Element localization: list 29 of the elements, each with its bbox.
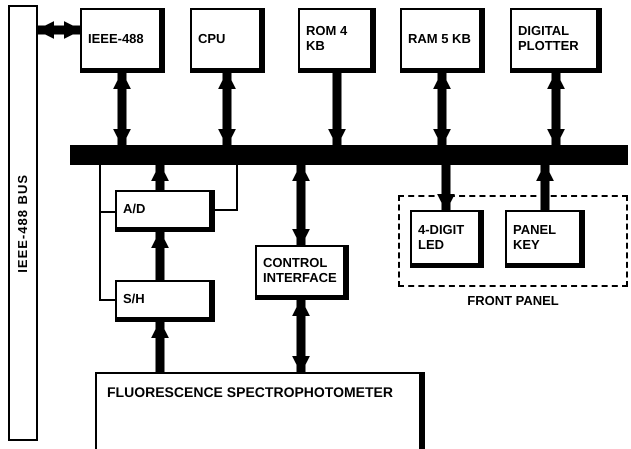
arrow [433,71,451,147]
converter-box: A/D [115,190,215,232]
arrow [292,298,310,374]
instrument-box: FLUORESCENCE SPECTROPHOTOMETER [95,372,425,449]
keypad-box: PANEL KEY [505,210,585,268]
arrow [151,163,169,190]
arrow [218,71,236,147]
connector-line [215,165,238,211]
arrow [151,320,169,372]
memory-box: ROM 4 KB [298,8,376,73]
cpu-box: CPU [190,8,265,73]
data-bus-bar [70,145,628,165]
arrow [36,21,82,39]
sample-hold-box: S/H [115,280,215,322]
display-box: 4-DIGIT LED [410,210,484,268]
plotter-box: DIGITAL PLOTTER [510,8,602,73]
dashed-group-box: FRONT PANEL 4-DIGIT LED PANEL KEY [398,195,628,309]
arrow [328,73,346,147]
arrow [113,71,131,147]
memory-box: RAM 5 KB [400,8,485,73]
interface-box: CONTROL INTERFACE [255,245,349,300]
arrow [292,163,310,247]
interface-box: IEEE-488 [80,8,165,73]
arrow [536,163,554,210]
arrow [437,165,455,212]
arrow [151,230,169,280]
connector-line [99,165,115,301]
bus-connector-bar: IEEE-488 BUS [8,5,38,441]
arrow [547,71,565,147]
